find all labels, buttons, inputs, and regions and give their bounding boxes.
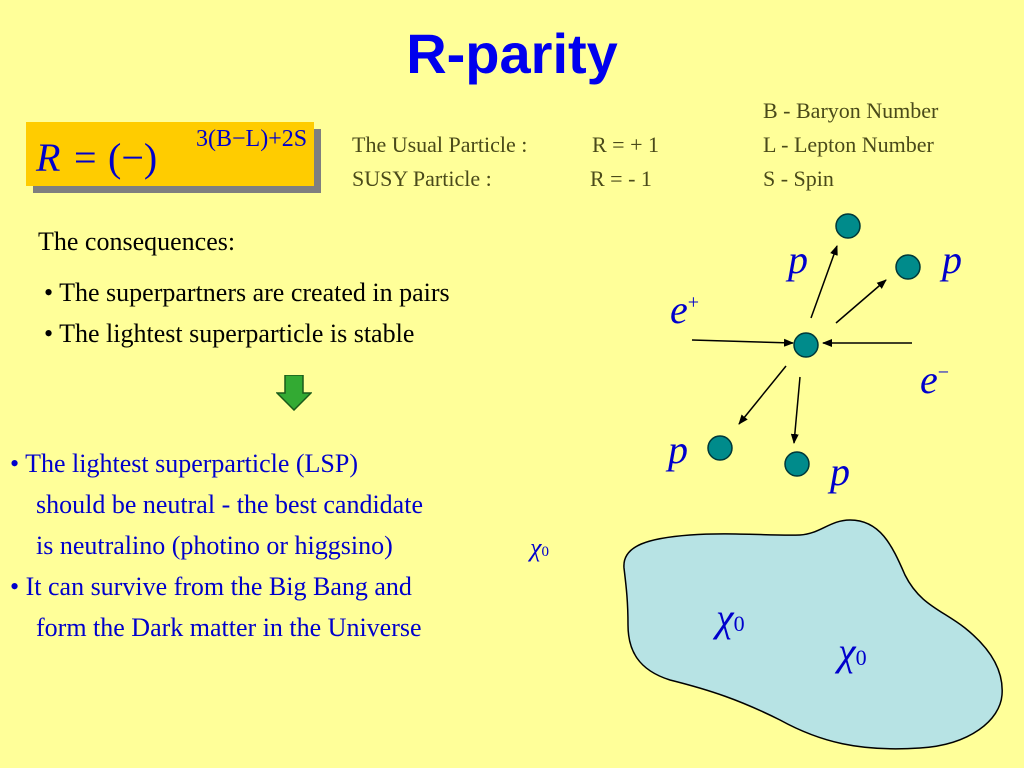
susy-particle-value: R = - 1	[590, 166, 652, 191]
susy-particle-label: SUSY Particle :	[352, 166, 492, 191]
incoming-positron-arrow	[691, 338, 794, 347]
neutralino-label-1: χ0	[716, 595, 745, 640]
outgoing-arrow-up	[810, 245, 838, 319]
slide-title: R-parity	[406, 22, 618, 85]
outgoing-arrow-upright	[835, 279, 887, 324]
down-arrow-icon	[276, 375, 312, 411]
formula-equals: =	[74, 135, 97, 180]
particle-center	[793, 332, 819, 358]
lsp-line-3: is neutralino (photino or higgsino)	[36, 531, 393, 560]
consequence-bullet-stable: • The lightest superparticle is stable	[44, 319, 415, 348]
label-p-bottom: p	[830, 449, 850, 494]
outgoing-arrow-down	[790, 376, 801, 444]
lsp-line-5: form the Dark matter in the Universe	[36, 613, 422, 642]
particle-lower-left	[707, 435, 733, 461]
label-p-top: p	[788, 237, 808, 282]
definition-baryon: B - Baryon Number	[763, 98, 939, 123]
formula-base: (−)	[108, 135, 158, 180]
label-p-left: p	[668, 427, 688, 472]
dark-matter-cloud	[623, 519, 1003, 750]
consequences-heading: The consequences:	[38, 227, 236, 256]
outgoing-arrow-downleft	[738, 365, 787, 425]
formula-exponent: 3(B−L)+2S	[196, 126, 308, 152]
consequence-bullet-pairs: • The superpartners are created in pairs	[44, 278, 450, 307]
label-positron: e+	[670, 287, 700, 332]
lsp-line-1: • The lightest superparticle (LSP)	[10, 449, 358, 478]
usual-particle-value: R = + 1	[592, 132, 659, 157]
formula-lhs: R	[36, 135, 61, 180]
chi-zero-inline: χ0	[530, 533, 549, 562]
lsp-line-2: should be neutral - the best candidate	[36, 490, 423, 519]
r-parity-formula: R = (−) 3(B−L)+2S	[26, 122, 314, 186]
neutralino-label-2: χ0	[838, 629, 867, 674]
particle-bottom	[784, 451, 810, 477]
particle-top	[835, 213, 861, 239]
lsp-line-4: • It can survive from the Big Bang and	[10, 572, 412, 601]
label-electron: e−	[920, 357, 950, 402]
usual-particle-label: The Usual Particle :	[352, 132, 528, 157]
particle-upper-right	[895, 254, 921, 280]
definition-lepton: L - Lepton Number	[763, 132, 934, 157]
label-p-right: p	[942, 237, 962, 282]
definition-spin: S - Spin	[763, 166, 834, 191]
